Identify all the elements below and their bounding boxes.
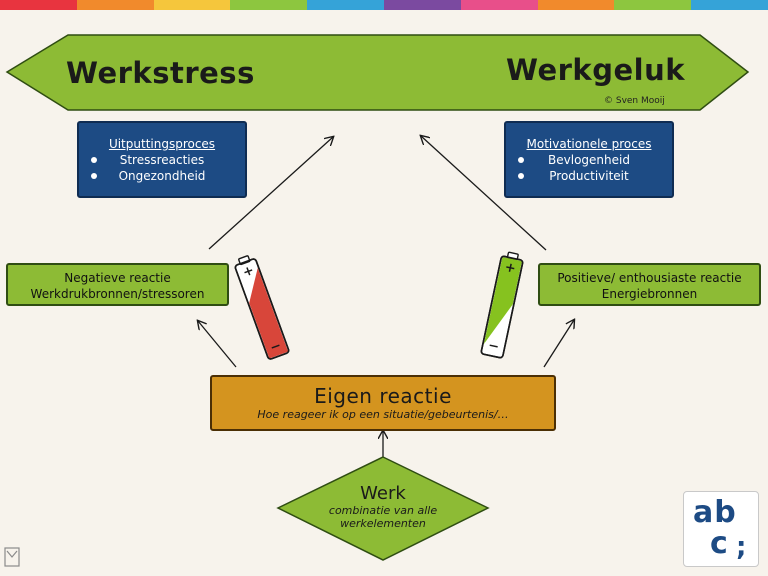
arrow-positive-to-geluk bbox=[421, 136, 547, 251]
depletion-process-box: Uitputtingsproces Stressreacties Ongezon… bbox=[77, 121, 247, 198]
list-item: Stressreacties bbox=[79, 152, 245, 168]
work-subtitle-line2: werkelementen bbox=[340, 517, 426, 530]
stripe-segment bbox=[153, 0, 231, 10]
motivation-process-box: Motivationele proces Bevlogenheid Produc… bbox=[504, 121, 674, 198]
low-battery-icon: + − bbox=[234, 255, 290, 360]
negative-reaction-title: Negatieve reactie bbox=[64, 271, 171, 285]
depletion-heading: Uitputtingsproces bbox=[108, 137, 216, 151]
stripe-segment bbox=[76, 0, 154, 10]
werkstress-label: Werkstress bbox=[66, 56, 255, 90]
copyright-label: © Sven Mooij bbox=[604, 96, 665, 106]
motivation-heading: Motivationele proces bbox=[526, 137, 652, 151]
arrow-negative-to-stress bbox=[208, 137, 333, 250]
list-item: Bevlogenheid bbox=[506, 152, 672, 168]
stripe-segment bbox=[460, 0, 538, 10]
own-reaction-subtitle: Hoe reageer ik op een situatie/gebeurten… bbox=[257, 408, 509, 421]
stripe-segment bbox=[691, 0, 768, 10]
bullet-icon bbox=[518, 157, 524, 163]
own-reaction-box: Eigen reactie Hoe reageer ik op een situ… bbox=[210, 375, 556, 431]
bullet-icon bbox=[518, 173, 524, 179]
logo-ab: ab bbox=[693, 495, 737, 530]
arrow-reaction-to-positive bbox=[543, 320, 574, 368]
stripe-segment bbox=[307, 0, 384, 10]
werkgeluk-label: Werkgeluk bbox=[506, 53, 686, 87]
list-item: Productiviteit bbox=[506, 168, 672, 184]
abc-logo: ab c ; bbox=[683, 491, 759, 567]
top-color-stripe bbox=[0, 0, 768, 10]
arrow-reaction-to-negative bbox=[198, 321, 237, 368]
logo-c: c bbox=[710, 526, 728, 561]
positive-reaction-box: Positieve/ enthousiaste reactie Energieb… bbox=[538, 263, 761, 306]
work-title: Werk bbox=[360, 483, 406, 504]
logo-semicolon: ; bbox=[736, 532, 747, 562]
full-battery-icon: + − bbox=[480, 251, 524, 359]
work-subtitle-line1: combinatie van alle bbox=[328, 504, 438, 517]
banner-shape bbox=[5, 34, 750, 111]
own-reaction-title: Eigen reactie bbox=[314, 384, 452, 408]
stripe-segment bbox=[537, 0, 615, 10]
svg-text:−: − bbox=[268, 338, 283, 356]
svg-text:+: + bbox=[503, 260, 517, 277]
svg-text:+: + bbox=[241, 263, 256, 281]
bullet-icon bbox=[91, 157, 97, 163]
list-item: Ongezondheid bbox=[79, 168, 245, 184]
work-label-group: Werk combinatie van alle werkelementen bbox=[303, 483, 463, 530]
stripe-segment bbox=[230, 0, 308, 10]
bookmark-icon bbox=[4, 547, 20, 567]
negative-reaction-box: Negatieve reactie Werkdrukbronnen/stress… bbox=[6, 263, 229, 306]
positive-reaction-subtitle: Energiebronnen bbox=[601, 287, 698, 301]
stripe-segment bbox=[614, 0, 692, 10]
negative-reaction-subtitle: Werkdrukbronnen/stressoren bbox=[30, 287, 205, 301]
bullet-icon bbox=[91, 173, 97, 179]
work-diamond bbox=[276, 456, 490, 561]
positive-reaction-title: Positieve/ enthousiaste reactie bbox=[557, 271, 742, 285]
stripe-segment bbox=[383, 0, 461, 10]
svg-text:−: − bbox=[487, 338, 501, 355]
stripe-segment bbox=[0, 0, 77, 10]
